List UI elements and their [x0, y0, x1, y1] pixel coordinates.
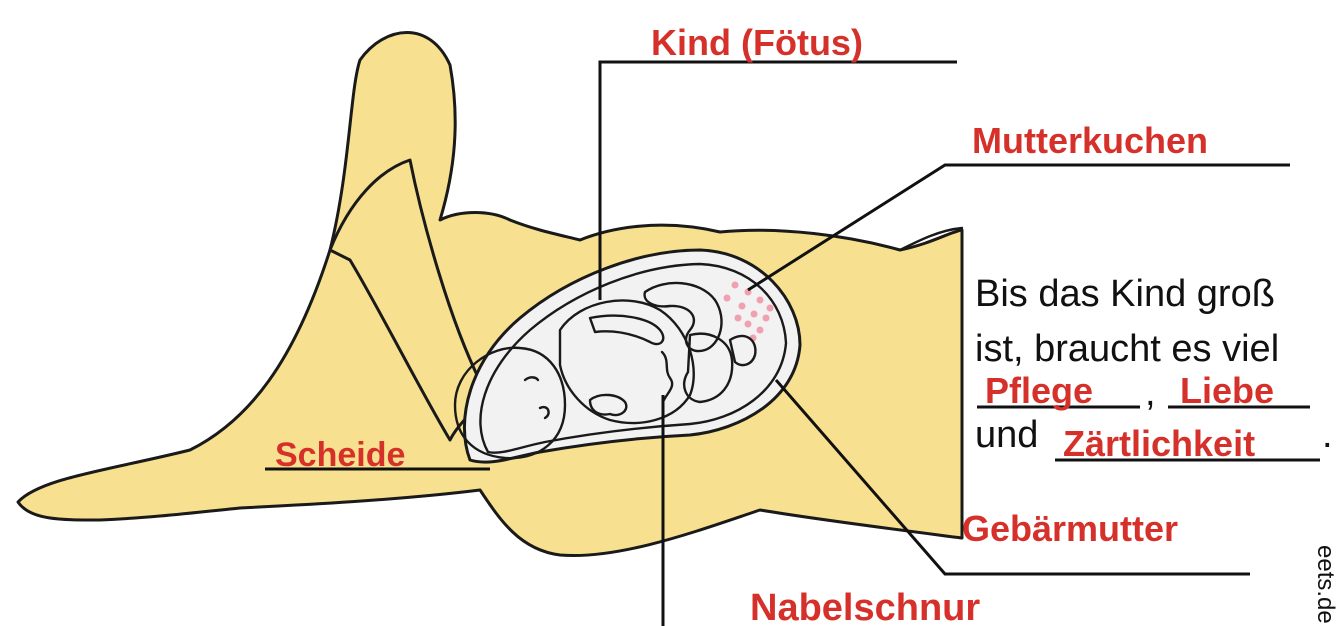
answer-liebe: Liebe [1180, 370, 1274, 411]
comma: , [1145, 372, 1156, 414]
credit-text: eets.de [1312, 545, 1339, 624]
mother-legs-and-belly [18, 33, 962, 556]
mother-body [18, 33, 962, 556]
label-gebaermutter: Gebärmutter [962, 508, 1178, 549]
label-scheide: Scheide [275, 436, 405, 474]
label-nabelschnur: Nabelschnur [750, 587, 980, 626]
text-line-1: Bis das Kind groß [975, 273, 1275, 315]
period: . [1322, 414, 1333, 456]
answer-pflege: Pflege [985, 370, 1093, 411]
text-line-2: ist, braucht es viel [975, 328, 1279, 370]
label-mutterkuchen: Mutterkuchen [972, 120, 1208, 161]
answer-zaertlichkeit: Zärtlichkeit [1063, 423, 1255, 464]
fill-in-text: Bis das Kind groß ist, braucht es viel P… [975, 273, 1333, 464]
und-text: und [975, 414, 1038, 456]
label-kind: Kind (Fötus) [651, 22, 863, 63]
